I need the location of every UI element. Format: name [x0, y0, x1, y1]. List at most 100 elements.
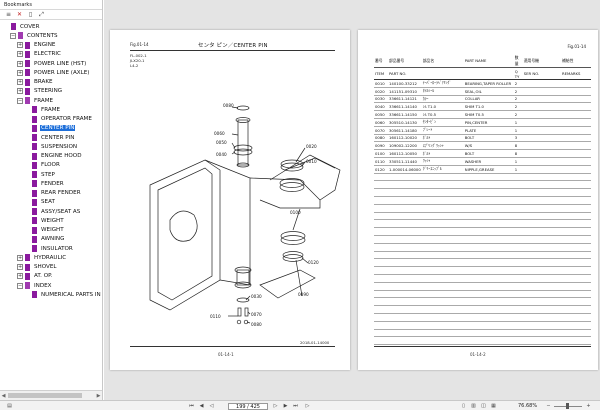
- expand-toggle-icon[interactable]: +: [17, 60, 23, 67]
- zoom-out-icon[interactable]: −: [546, 402, 551, 409]
- bookmark-item[interactable]: REAR FENDER: [24, 189, 82, 198]
- bookmark-item[interactable]: +POWER LINE (HST): [17, 59, 87, 68]
- bookmark-item[interactable]: −INDEX: [17, 281, 53, 290]
- bookmark-item[interactable]: ASSY/SEAT AS: [24, 207, 81, 216]
- cell-empty: [561, 196, 591, 205]
- scroll-right-icon[interactable]: ▶: [96, 393, 101, 399]
- bookmark-item[interactable]: CENTER PIN: [24, 124, 76, 133]
- cell-empty: [388, 235, 422, 244]
- cell-empty: [513, 227, 523, 236]
- bookmark-item[interactable]: FRAME: [24, 105, 61, 114]
- scrollbar-thumb[interactable]: [8, 393, 82, 398]
- bookmark-item[interactable]: STEP: [24, 170, 56, 179]
- table-row-empty: [374, 173, 591, 182]
- prev-page-icon[interactable]: ◀: [199, 402, 204, 409]
- cell-item: 0120: [374, 165, 388, 174]
- bookmark-item[interactable]: +POWER LINE (AXLE): [17, 68, 90, 77]
- bookmark-icon: [32, 180, 37, 188]
- bookmark-item[interactable]: FLOOR: [24, 161, 61, 170]
- cell-empty: [522, 149, 542, 158]
- zoom-in-icon[interactable]: +: [586, 402, 591, 409]
- bookmark-item[interactable]: + ELECTRIC: [17, 50, 62, 59]
- bookmark-item[interactable]: +BRAKE: [17, 78, 54, 87]
- cell-empty: [541, 336, 561, 346]
- cell-name: SEAL,OIL: [463, 87, 514, 96]
- bookmark-icon: [32, 226, 37, 234]
- expand-toggle-icon[interactable]: +: [17, 69, 23, 76]
- bookmark-item[interactable]: INSULATOR: [24, 244, 74, 253]
- single-page-icon[interactable]: ▯: [462, 402, 465, 409]
- collapse-toggle-icon[interactable]: −: [17, 282, 23, 289]
- expand-toggle-icon[interactable]: +: [17, 273, 23, 280]
- bookmark-item[interactable]: AWNING: [24, 235, 65, 244]
- bookmark-item[interactable]: −FRAME: [17, 96, 54, 105]
- next-page-icon[interactable]: ▶: [283, 402, 288, 409]
- cell-name: BOLT: [463, 134, 514, 143]
- page-number: 01-14-1: [218, 352, 234, 357]
- cell-empty: [541, 188, 561, 197]
- bookmark-item[interactable]: WEIGHT: [24, 216, 65, 225]
- bookmark-item[interactable]: +STEERING: [17, 87, 63, 96]
- cell-jp: ｼﾑ T1.0: [421, 102, 464, 112]
- bookmark-label: OPERATOR FRAME: [41, 116, 92, 122]
- expand-toggle-icon[interactable]: +: [17, 42, 23, 48]
- cell-empty: [421, 274, 464, 283]
- parts-table: 番号 部品番号 部品名 PART NAME 数量 適用号機 補給性 ITEM P…: [374, 54, 591, 346]
- delete-bookmark-icon[interactable]: ✕: [16, 11, 23, 18]
- continuous-facing-icon[interactable]: ▦: [491, 402, 496, 409]
- footer-rule: [374, 346, 591, 347]
- expand-toggle-icon[interactable]: +: [17, 264, 23, 270]
- bookmark-item[interactable]: NUMERICAL PARTS IN: [24, 290, 102, 299]
- page-number-input[interactable]: 199 / 425: [228, 402, 268, 410]
- bookmark-item[interactable]: CENTER PIN: [24, 133, 75, 142]
- bookmark-item[interactable]: OPERATOR FRAME: [24, 115, 93, 124]
- bookmark-item[interactable]: −CONTENTS: [10, 31, 59, 40]
- bookmark-item[interactable]: +AT. OP.: [17, 272, 53, 281]
- first-page-icon[interactable]: ⏮: [189, 402, 194, 409]
- facing-page-icon[interactable]: ◫: [481, 402, 486, 409]
- expand-toggle-icon[interactable]: +: [17, 254, 23, 261]
- cell-part-no: 160112-10020: [388, 134, 422, 143]
- cell-part-no: 305611-14180: [388, 126, 422, 135]
- cell-item: 0030: [374, 95, 388, 104]
- expand-toggle-icon[interactable]: +: [17, 79, 23, 85]
- scroll-left-icon[interactable]: ◀: [1, 393, 6, 399]
- bookmark-item[interactable]: +ENGINE: [17, 41, 56, 50]
- sidebar-horizontal-scrollbar[interactable]: ◀ ▶: [0, 390, 102, 400]
- expand-icon[interactable]: ⤢: [39, 11, 44, 18]
- cell-empty: [463, 227, 514, 236]
- bookmark-item[interactable]: COVER: [3, 22, 40, 31]
- next-view-icon[interactable]: ▷: [273, 402, 278, 409]
- continuous-page-icon[interactable]: ▥: [471, 402, 476, 409]
- bookmark-item[interactable]: +HYDRAULIC: [17, 253, 67, 262]
- expand-toggle-icon[interactable]: +: [17, 88, 23, 95]
- bookmark-item[interactable]: FENDER: [24, 179, 65, 188]
- bookmark-label: ELECTRIC: [34, 51, 61, 58]
- collapse-toggle-icon[interactable]: −: [10, 32, 16, 39]
- zoom-level[interactable]: 76.68%: [518, 402, 538, 409]
- zoom-slider-handle[interactable]: [566, 403, 569, 409]
- cell-empty: [522, 329, 542, 338]
- last-page-icon[interactable]: ⏭: [293, 402, 298, 409]
- new-bookmark-icon[interactable]: ▯: [28, 11, 33, 18]
- bookmark-item[interactable]: +SHOVEL: [17, 263, 58, 272]
- table-row-empty: [374, 180, 591, 190]
- bookmark-item[interactable]: ENGINE HOOD: [24, 152, 83, 161]
- cell-qty: 1: [513, 126, 523, 135]
- bookmark-item[interactable]: SUSPENSION: [24, 142, 78, 151]
- bookmark-item[interactable]: SEAT: [24, 198, 56, 207]
- cell-item: 0100: [374, 149, 388, 158]
- bookmark-icon: [32, 124, 37, 132]
- callout-label: 0110: [210, 314, 221, 319]
- collapse-toggle-icon[interactable]: −: [17, 97, 23, 104]
- expand-toggle-icon[interactable]: +: [17, 51, 23, 58]
- bookmark-label: SUSPENSION: [41, 143, 78, 150]
- bookmark-item[interactable]: WEIGHT: [24, 226, 65, 235]
- cell-empty: [374, 243, 388, 252]
- play-icon[interactable]: ▷: [305, 402, 310, 409]
- options-icon[interactable]: ≡: [5, 11, 12, 18]
- cell-empty: [463, 274, 514, 283]
- cell-jp: ﾎﾞﾙﾄ: [421, 134, 464, 143]
- prev-view-icon[interactable]: ◁: [209, 402, 214, 409]
- panel-toggle-icon[interactable]: ▤: [7, 402, 12, 409]
